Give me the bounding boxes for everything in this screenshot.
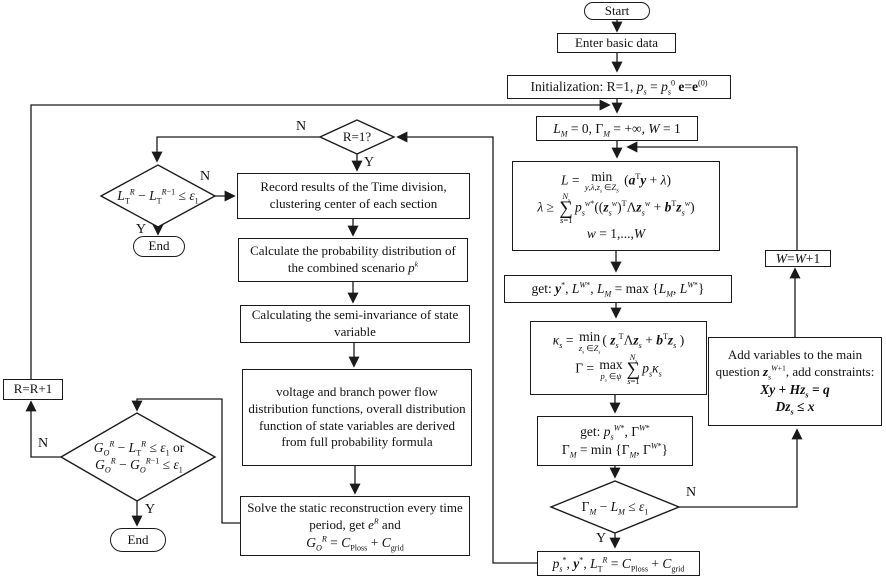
record-results-label: Record results of the Time division, clu… [260, 179, 447, 211]
decision-lt-convergence [99, 164, 217, 228]
branch-label-gamma-yes: Y [596, 531, 607, 546]
r-increment-step: R=R+1 [3, 379, 63, 400]
master-formula-line3: w = 1,...,W [586, 225, 646, 241]
decision-r-equals-1 [318, 119, 396, 155]
add-variables-step: Add variables to the main question zsW+1… [708, 337, 882, 426]
initialization-step: Initialization: R=1, ps = ps0 e=e(0) [507, 75, 731, 99]
semi-invariance-step: Calculating the semi-invariance of state… [240, 305, 470, 343]
enter-basic-data-step: Enter basic data [557, 33, 676, 53]
voltage-distribution-label: voltage and branch power flow distributi… [248, 383, 466, 450]
get-subproblem-line1: get: psW*, ΓW* [580, 423, 650, 443]
add-variables-line2: question zsW+1, add constraints: [715, 363, 875, 382]
branch-label-gamma-no: N [686, 485, 697, 500]
final-cost-formula: ps*, y*, LTR = CPloss + Cgrid [552, 555, 685, 574]
start-label: Start [604, 2, 630, 18]
branch-label-lt-yes: Y [136, 222, 147, 237]
lm-init-formula: LM = 0, ΓM = +∞, W = 1 [553, 120, 681, 139]
w-increment-step: W=W+1 [765, 250, 831, 267]
semi-invariance-label: Calculating the semi-invariance of state… [251, 307, 459, 339]
start-terminal: Start [584, 2, 650, 20]
solve-reconstruction-line1: Solve the static reconstruction every ti… [247, 500, 463, 533]
branch-label-go-yes: Y [145, 502, 156, 517]
voltage-distribution-step: voltage and branch power flow distributi… [242, 369, 472, 466]
final-cost-step: ps*, y*, LTR = CPloss + Cgrid [537, 551, 700, 576]
gamma-lm-condition: ΓM − LM ≤ ε1 [581, 498, 649, 517]
add-variables-line1: Add variables to the main [727, 347, 863, 363]
calc-probability-step: Calculate the probability distribution o… [238, 238, 468, 282]
solve-reconstruction-line2: GOR = CPloss + Cgrid [306, 534, 404, 553]
initialization-formula: Initialization: R=1, ps = ps0 e=e(0) [530, 78, 708, 97]
r-increment-label: R=R+1 [13, 381, 53, 397]
get-master-solution-formula: get: y*, LW*, LM = max {LM, LW*} [531, 280, 705, 299]
lt-convergence-condition: LTR − LTR−1 ≤ ε1 [117, 187, 199, 206]
get-master-solution-step: get: y*, LW*, LM = max {LM, LW*} [504, 275, 732, 303]
add-variables-line3: Xy + Hzs = q [760, 381, 830, 400]
add-variables-line4: Dzs ≤ x [775, 399, 815, 418]
decision-go-convergence [59, 412, 217, 502]
decision-gamma-lm [549, 480, 681, 534]
record-results-step: Record results of the Time division, clu… [237, 173, 470, 219]
branch-label-go-no: N [38, 436, 49, 451]
get-subproblem-line2: ΓM = min {ΓM, ΓW*} [561, 441, 669, 460]
lm-init-step: LM = 0, ΓM = +∞, W = 1 [536, 116, 698, 141]
r1-condition: R=1? [342, 128, 372, 144]
go-convergence-condition: GOR − LTR ≤ ε1 or GOR − GOR−1 ≤ ε1 [93, 439, 185, 475]
calc-probability-label: Calculate the probability distribution o… [250, 243, 456, 275]
get-subproblem-solution-step: get: psW*, ΓW* ΓM = min {ΓM, ΓW*} [537, 416, 693, 466]
w-increment-formula: W=W+1 [775, 250, 821, 266]
branch-label-r1-no: N [296, 119, 307, 134]
branch-label-lt-no: N [200, 169, 211, 184]
enter-basic-data-label: Enter basic data [574, 34, 658, 50]
end-terminal-bottom: End [110, 528, 166, 552]
branch-label-r1-yes: Y [364, 155, 375, 170]
end-terminal-top: End [133, 236, 185, 257]
solve-reconstruction-step: Solve the static reconstruction every ti… [240, 496, 470, 556]
end-label-bottom: End [127, 531, 149, 547]
end-label-top: End [148, 238, 170, 254]
